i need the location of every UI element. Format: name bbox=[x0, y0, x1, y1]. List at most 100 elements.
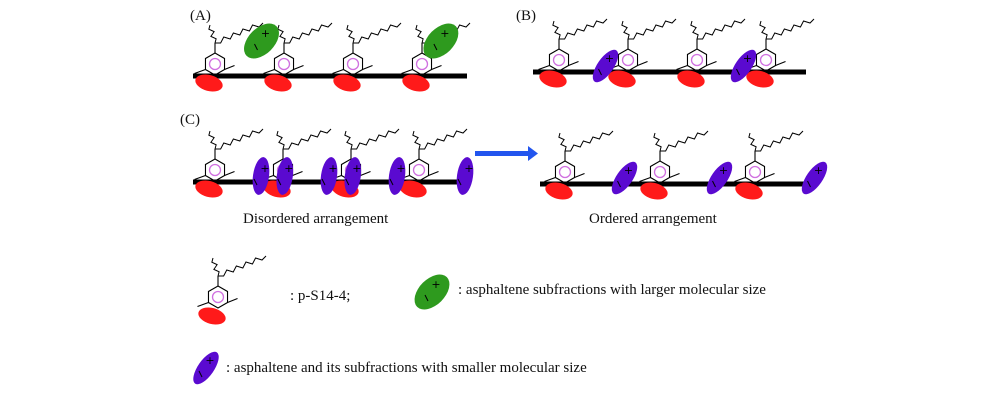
minus-charge bbox=[389, 178, 394, 186]
panel-c-ordered: + + + bbox=[540, 130, 828, 200]
aromatic-circle bbox=[759, 53, 773, 67]
panel-c-label: (C) bbox=[180, 112, 200, 128]
methyl-left bbox=[538, 64, 550, 71]
benzene-ring bbox=[649, 160, 671, 184]
small-asphaltene: + bbox=[706, 161, 733, 195]
panel-c-disordered: ++++++ bbox=[193, 128, 474, 198]
aromatic-circle bbox=[277, 57, 291, 71]
methyl-right bbox=[428, 170, 439, 177]
asphaltene-body bbox=[193, 351, 219, 385]
methyl-right bbox=[293, 64, 304, 71]
long-alkyl-chain bbox=[418, 128, 468, 150]
asphaltene-body bbox=[252, 157, 270, 195]
asphaltene-body bbox=[276, 157, 294, 195]
surfactant-molecule bbox=[639, 130, 709, 200]
short-alkyl-chain bbox=[558, 132, 567, 152]
long-alkyl-chain bbox=[350, 128, 400, 150]
asphaltene-body bbox=[320, 157, 338, 195]
minus-charge bbox=[807, 180, 811, 188]
benzene-ring bbox=[744, 160, 766, 184]
short-alkyl-chain bbox=[208, 130, 217, 150]
arrow-shaft bbox=[475, 151, 530, 156]
sulfonate-head-group bbox=[539, 70, 567, 88]
methyl-left bbox=[194, 174, 206, 181]
long-alkyl-chain bbox=[558, 18, 608, 40]
large-asphaltene: + bbox=[423, 23, 459, 59]
sulfonate-head-group bbox=[402, 74, 430, 92]
sulfonate-head-group bbox=[195, 180, 223, 198]
benzene-ring bbox=[554, 160, 576, 184]
short-alkyl-chain bbox=[211, 257, 220, 277]
long-alkyl-chain bbox=[627, 18, 677, 40]
minus-charge bbox=[198, 370, 203, 378]
sulfonate-head-group bbox=[608, 70, 636, 88]
benzene-ring bbox=[686, 48, 708, 72]
aromatic-circle bbox=[621, 53, 635, 67]
legend: ++ bbox=[193, 255, 450, 385]
minus-charge bbox=[457, 178, 462, 186]
aromatic-circle bbox=[748, 165, 762, 179]
plus-charge: + bbox=[261, 27, 270, 40]
short-alkyl-chain bbox=[415, 24, 424, 44]
benzene-ring bbox=[548, 48, 570, 72]
small-asphaltene: + bbox=[276, 157, 294, 195]
small-asphaltene: + bbox=[730, 49, 757, 83]
benzene-ring bbox=[755, 48, 777, 72]
small-asphaltene: + bbox=[456, 157, 474, 195]
surfactant-molecule bbox=[262, 128, 332, 198]
minus-charge bbox=[254, 43, 258, 51]
panel-a-label: (A) bbox=[190, 8, 211, 24]
asphaltene-body bbox=[344, 157, 362, 195]
short-alkyl-chain bbox=[276, 130, 285, 150]
sulfonate-head-group bbox=[399, 180, 427, 198]
methyl-right bbox=[764, 172, 775, 179]
methyl-right bbox=[706, 60, 717, 67]
methyl-left bbox=[544, 176, 556, 183]
plus-charge: + bbox=[396, 162, 405, 175]
short-alkyl-chain bbox=[346, 24, 355, 44]
plus-charge: + bbox=[328, 162, 337, 175]
methyl-right bbox=[568, 60, 579, 67]
minus-charge bbox=[253, 178, 258, 186]
benzene-ring bbox=[408, 158, 430, 182]
legend-large-label: : asphaltene subfractions with larger mo… bbox=[458, 282, 766, 298]
surfactant-molecule bbox=[332, 22, 402, 92]
asphaltene-body bbox=[244, 23, 279, 59]
methyl-left bbox=[197, 301, 209, 308]
methyl-right bbox=[292, 170, 303, 177]
short-alkyl-chain bbox=[344, 130, 353, 150]
legend-surfactant-label: : p-S14-4; bbox=[290, 288, 351, 304]
methyl-right bbox=[637, 60, 648, 67]
surfactant-molecule bbox=[544, 130, 614, 200]
long-alkyl-chain bbox=[283, 22, 333, 44]
minus-charge bbox=[277, 178, 282, 186]
panel-a: ++ bbox=[193, 22, 471, 92]
long-alkyl-chain bbox=[696, 18, 746, 40]
asphaltene-body bbox=[423, 23, 459, 59]
arrow-head bbox=[528, 146, 538, 161]
large-asphaltene: + bbox=[244, 23, 279, 59]
long-alkyl-chain bbox=[659, 130, 709, 152]
plus-charge: + bbox=[624, 164, 633, 177]
methyl-right bbox=[224, 170, 235, 177]
benzene-ring bbox=[411, 52, 433, 76]
minus-charge bbox=[321, 178, 326, 186]
aromatic-circle bbox=[558, 165, 572, 179]
methyl-left bbox=[639, 176, 651, 183]
short-alkyl-chain bbox=[412, 130, 421, 150]
plus-charge: + bbox=[814, 164, 823, 177]
asphaltene-body bbox=[388, 157, 406, 195]
minus-charge bbox=[424, 294, 429, 302]
long-alkyl-chain bbox=[754, 130, 804, 152]
aromatic-circle bbox=[415, 57, 429, 71]
methyl-left bbox=[194, 68, 206, 75]
short-alkyl-chain bbox=[277, 24, 286, 44]
methyl-right bbox=[431, 64, 442, 71]
methyl-right bbox=[362, 64, 373, 71]
minus-charge bbox=[712, 180, 716, 188]
surfactant-molecule bbox=[263, 22, 333, 92]
benzene-ring bbox=[204, 158, 226, 182]
methyl-right bbox=[775, 60, 786, 67]
sulfonate-head-group bbox=[746, 70, 774, 88]
